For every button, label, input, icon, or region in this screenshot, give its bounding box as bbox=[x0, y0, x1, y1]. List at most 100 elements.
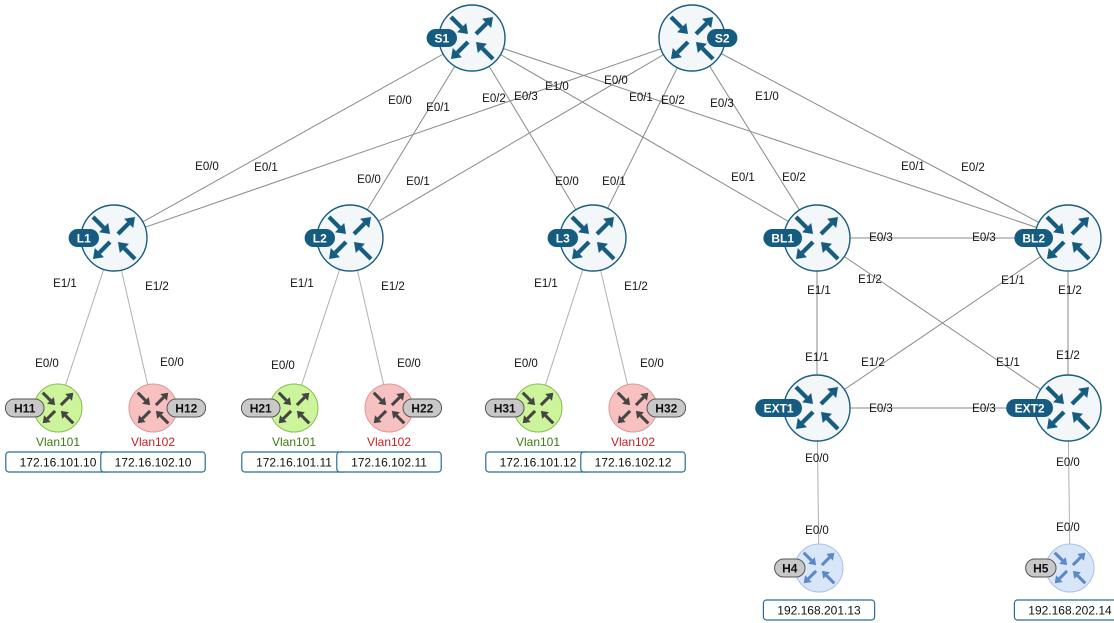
link-s2-l1 bbox=[113, 37, 693, 239]
h5-ip-box bbox=[1013, 599, 1114, 621]
link-s1-bl2 bbox=[471, 37, 1069, 239]
h22-tag: H22 bbox=[402, 398, 443, 418]
h32-label: H32 bbox=[655, 402, 677, 416]
port-label-s2: E0/1 bbox=[629, 92, 653, 104]
port-label-s2: E0/2 bbox=[661, 95, 685, 107]
port-label-ext1: E0/3 bbox=[869, 403, 893, 415]
port-label-bl2: E0/3 bbox=[972, 232, 996, 244]
port-label-l3: E1/1 bbox=[534, 278, 558, 290]
link-bl2-ext1 bbox=[816, 237, 1069, 409]
h32-vlan-label: Vlan102 bbox=[611, 435, 655, 449]
port-label-h31: E0/0 bbox=[514, 358, 538, 370]
port-label-h12: E0/0 bbox=[160, 357, 184, 369]
router-arrows-icon bbox=[41, 391, 75, 425]
bl2-label: BL2 bbox=[1022, 232, 1045, 246]
router-arrows-icon bbox=[1053, 551, 1087, 585]
port-label-h32: E0/0 bbox=[640, 358, 664, 370]
port-label-h21: E0/0 bbox=[271, 360, 295, 372]
router-arrows-icon bbox=[669, 15, 715, 61]
port-label-ext1: E0/0 bbox=[805, 453, 829, 465]
router-arrows-icon bbox=[794, 215, 840, 261]
h32-ip-box bbox=[580, 451, 686, 473]
h12-ip-box bbox=[100, 451, 206, 473]
s2-tag: S2 bbox=[707, 29, 738, 47]
switch-bl1[interactable]: BL1 bbox=[763, 204, 851, 272]
l3-tag: L3 bbox=[547, 229, 578, 247]
port-label-l2: E0/1 bbox=[406, 176, 430, 188]
link-s1-l2 bbox=[349, 37, 473, 239]
router-arrows-icon bbox=[327, 215, 373, 261]
h5-tag: H5 bbox=[1025, 558, 1057, 578]
port-label-ext2: E0/0 bbox=[1056, 457, 1080, 469]
router-arrows-icon bbox=[372, 391, 406, 425]
l2-tag: L2 bbox=[304, 229, 335, 247]
link-s2-l3 bbox=[592, 37, 693, 239]
ext1-tag: EXT1 bbox=[755, 399, 802, 417]
h31-tag: H31 bbox=[484, 398, 525, 418]
h11-ip-address: 172.16.101.10 bbox=[20, 456, 97, 470]
s1-tag: S1 bbox=[426, 29, 457, 47]
port-label-ext2: E0/3 bbox=[972, 403, 996, 415]
router-arrows-icon bbox=[136, 391, 170, 425]
port-label-ext2: E1/2 bbox=[1056, 350, 1080, 362]
port-label-l1: E0/1 bbox=[254, 162, 278, 174]
ext1-label: EXT1 bbox=[764, 402, 794, 416]
port-label-l2: E1/2 bbox=[381, 281, 405, 293]
switch-s2[interactable]: S2 bbox=[658, 4, 738, 72]
port-label-s1: E1/0 bbox=[545, 81, 569, 93]
h5-ip-address: 192.168.202.14 bbox=[1028, 604, 1112, 618]
host-h5[interactable]: H5 192.168.202.14 bbox=[1013, 543, 1114, 621]
h31-label: H31 bbox=[494, 402, 516, 416]
port-label-h22: E0/0 bbox=[397, 358, 421, 370]
link-s1-l3 bbox=[471, 37, 594, 239]
port-label-bl1: E1/2 bbox=[858, 274, 882, 286]
port-label-h5: E0/0 bbox=[1056, 522, 1080, 534]
port-label-bl2: E1/1 bbox=[1001, 275, 1025, 287]
h22-vlan-label: Vlan102 bbox=[367, 435, 411, 449]
switch-l1[interactable]: L1 bbox=[68, 204, 148, 272]
h31-ip-address: 172.16.101.12 bbox=[500, 456, 577, 470]
h4-ip-box bbox=[762, 599, 876, 621]
port-label-bl1: E1/1 bbox=[807, 285, 831, 297]
h32-tag: H32 bbox=[646, 398, 687, 418]
l1-tag: L1 bbox=[68, 229, 99, 247]
switch-l2[interactable]: L2 bbox=[304, 204, 384, 272]
l3-label: L3 bbox=[556, 232, 570, 246]
h11-vlan-label: Vlan101 bbox=[36, 435, 80, 449]
h4-tag: H4 bbox=[774, 558, 806, 578]
h22-ip-box bbox=[336, 451, 442, 473]
router-arrows-icon bbox=[1045, 215, 1091, 261]
link-s2-bl1 bbox=[691, 37, 818, 239]
switch-s1[interactable]: S1 bbox=[426, 4, 506, 72]
bl1-label: BL1 bbox=[771, 232, 794, 246]
port-label-bl2: E0/1 bbox=[901, 161, 925, 173]
h32-ip-address: 172.16.102.12 bbox=[595, 456, 672, 470]
switch-bl2[interactable]: BL2 bbox=[1014, 204, 1102, 272]
router-arrows-icon bbox=[91, 215, 137, 261]
port-label-bl1: E0/3 bbox=[869, 232, 893, 244]
h21-vlan-label: Vlan101 bbox=[272, 435, 316, 449]
h21-tag: H21 bbox=[240, 398, 281, 418]
port-label-s2: E0/0 bbox=[604, 75, 628, 87]
link-s2-bl2 bbox=[691, 37, 1069, 239]
h4-label: H4 bbox=[782, 562, 798, 576]
switch-l3[interactable]: L3 bbox=[547, 204, 627, 272]
port-label-s1: E0/1 bbox=[426, 102, 450, 114]
h11-label: H11 bbox=[14, 402, 36, 416]
router-arrows-icon bbox=[449, 15, 495, 61]
h21-label: H21 bbox=[250, 402, 272, 416]
switch-ext2[interactable]: EXT2 bbox=[1006, 374, 1102, 442]
switch-ext1[interactable]: EXT1 bbox=[755, 374, 851, 442]
h31-vlan-label: Vlan101 bbox=[516, 435, 560, 449]
ext2-tag: EXT2 bbox=[1006, 399, 1053, 417]
port-label-l3: E1/2 bbox=[624, 281, 648, 293]
